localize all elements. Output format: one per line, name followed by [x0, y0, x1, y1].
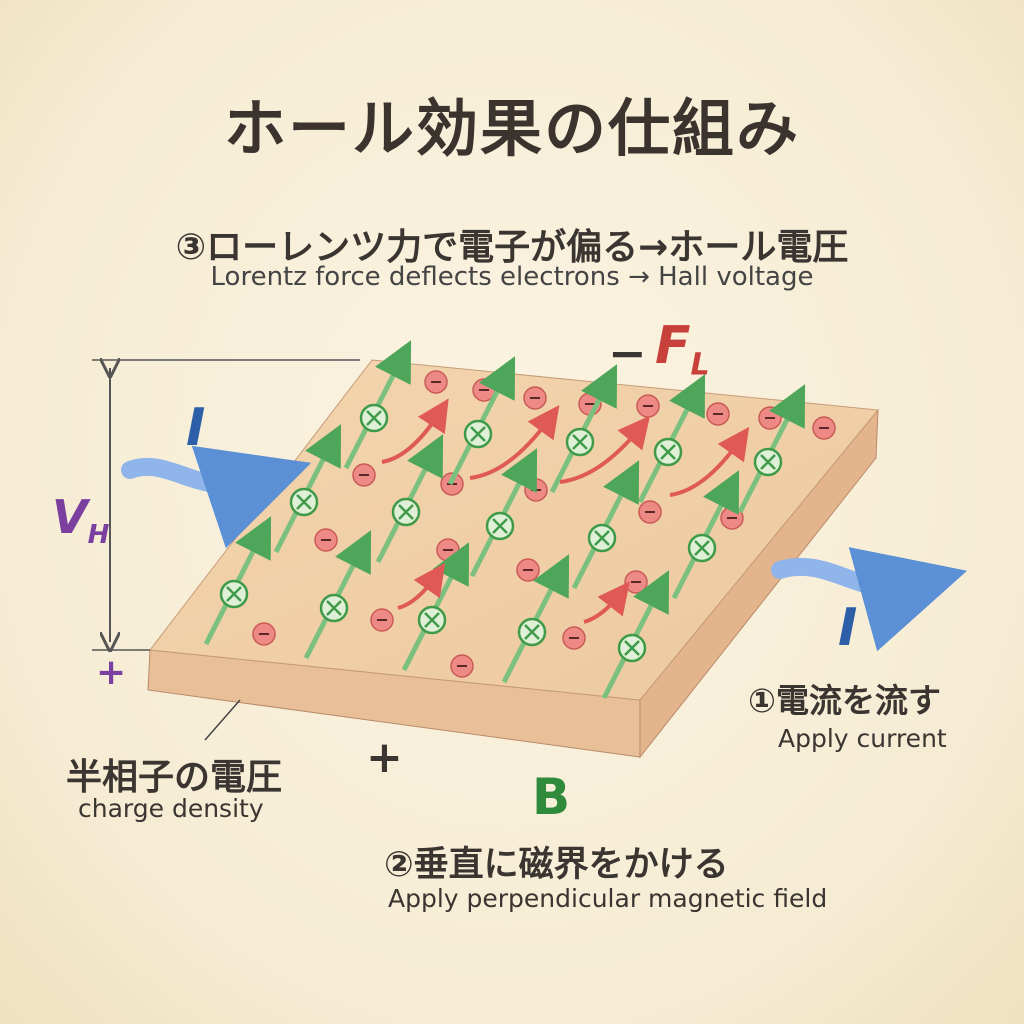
step1-label-jp: ①電流を流す	[748, 681, 941, 720]
cross-icon	[694, 540, 710, 556]
cross-icon	[424, 612, 440, 628]
lorentz-deflection-arrow	[583, 581, 630, 624]
cross-icon	[624, 640, 640, 656]
lorentz-force-label: FL	[655, 316, 710, 382]
cross-icon	[572, 434, 588, 450]
negative-sign: −	[608, 326, 647, 380]
step2-label-jp: ②垂直に磁界をかける	[384, 845, 729, 885]
step3-label-jp: ③ローレンツ力で電子が偏る→ホール電圧	[175, 227, 849, 268]
voltage-symbol: V	[52, 490, 88, 544]
hall-voltage-label: VH	[52, 490, 109, 550]
lorentz-deflection-arrow	[469, 405, 560, 480]
cross-icon	[594, 530, 610, 546]
force-symbol: F	[655, 316, 691, 376]
current-out-arrow	[771, 547, 968, 652]
cross-icon	[660, 444, 676, 460]
lorentz-deflection-arrow	[397, 562, 446, 610]
cross-icon	[226, 586, 242, 602]
cross-icon	[366, 410, 382, 426]
step2-label-en: Apply perpendicular magnetic field	[388, 884, 828, 913]
cross-icon	[760, 454, 776, 470]
lorentz-deflection-arrow	[559, 415, 651, 484]
page-title: ホール効果の仕組み	[223, 92, 800, 165]
voltage-subscript: H	[87, 520, 110, 551]
lorentz-deflection-arrow	[381, 398, 449, 464]
cross-icon	[470, 426, 486, 442]
cross-icon	[524, 624, 540, 640]
cross-icon	[326, 600, 342, 616]
charge-label-jp: 半相子の電圧	[66, 757, 283, 798]
current-in-arrow	[121, 445, 312, 549]
plus-sign-left: +	[96, 652, 127, 693]
magnetic-field-label: B	[532, 768, 571, 826]
cross-icon	[296, 494, 312, 510]
lorentz-deflection-arrow	[669, 426, 750, 497]
cross-icon	[398, 504, 414, 520]
current-label-left: I	[186, 398, 206, 458]
charge-label-en: charge density	[78, 794, 264, 823]
current-label-right: I	[838, 598, 858, 658]
cross-icon	[492, 518, 508, 534]
step1-label-en: Apply current	[778, 724, 947, 753]
plus-sign-bottom: +	[366, 732, 403, 783]
force-subscript: L	[690, 347, 710, 383]
step3-label-en: Lorentz force deflects electrons → Hall …	[210, 262, 814, 292]
